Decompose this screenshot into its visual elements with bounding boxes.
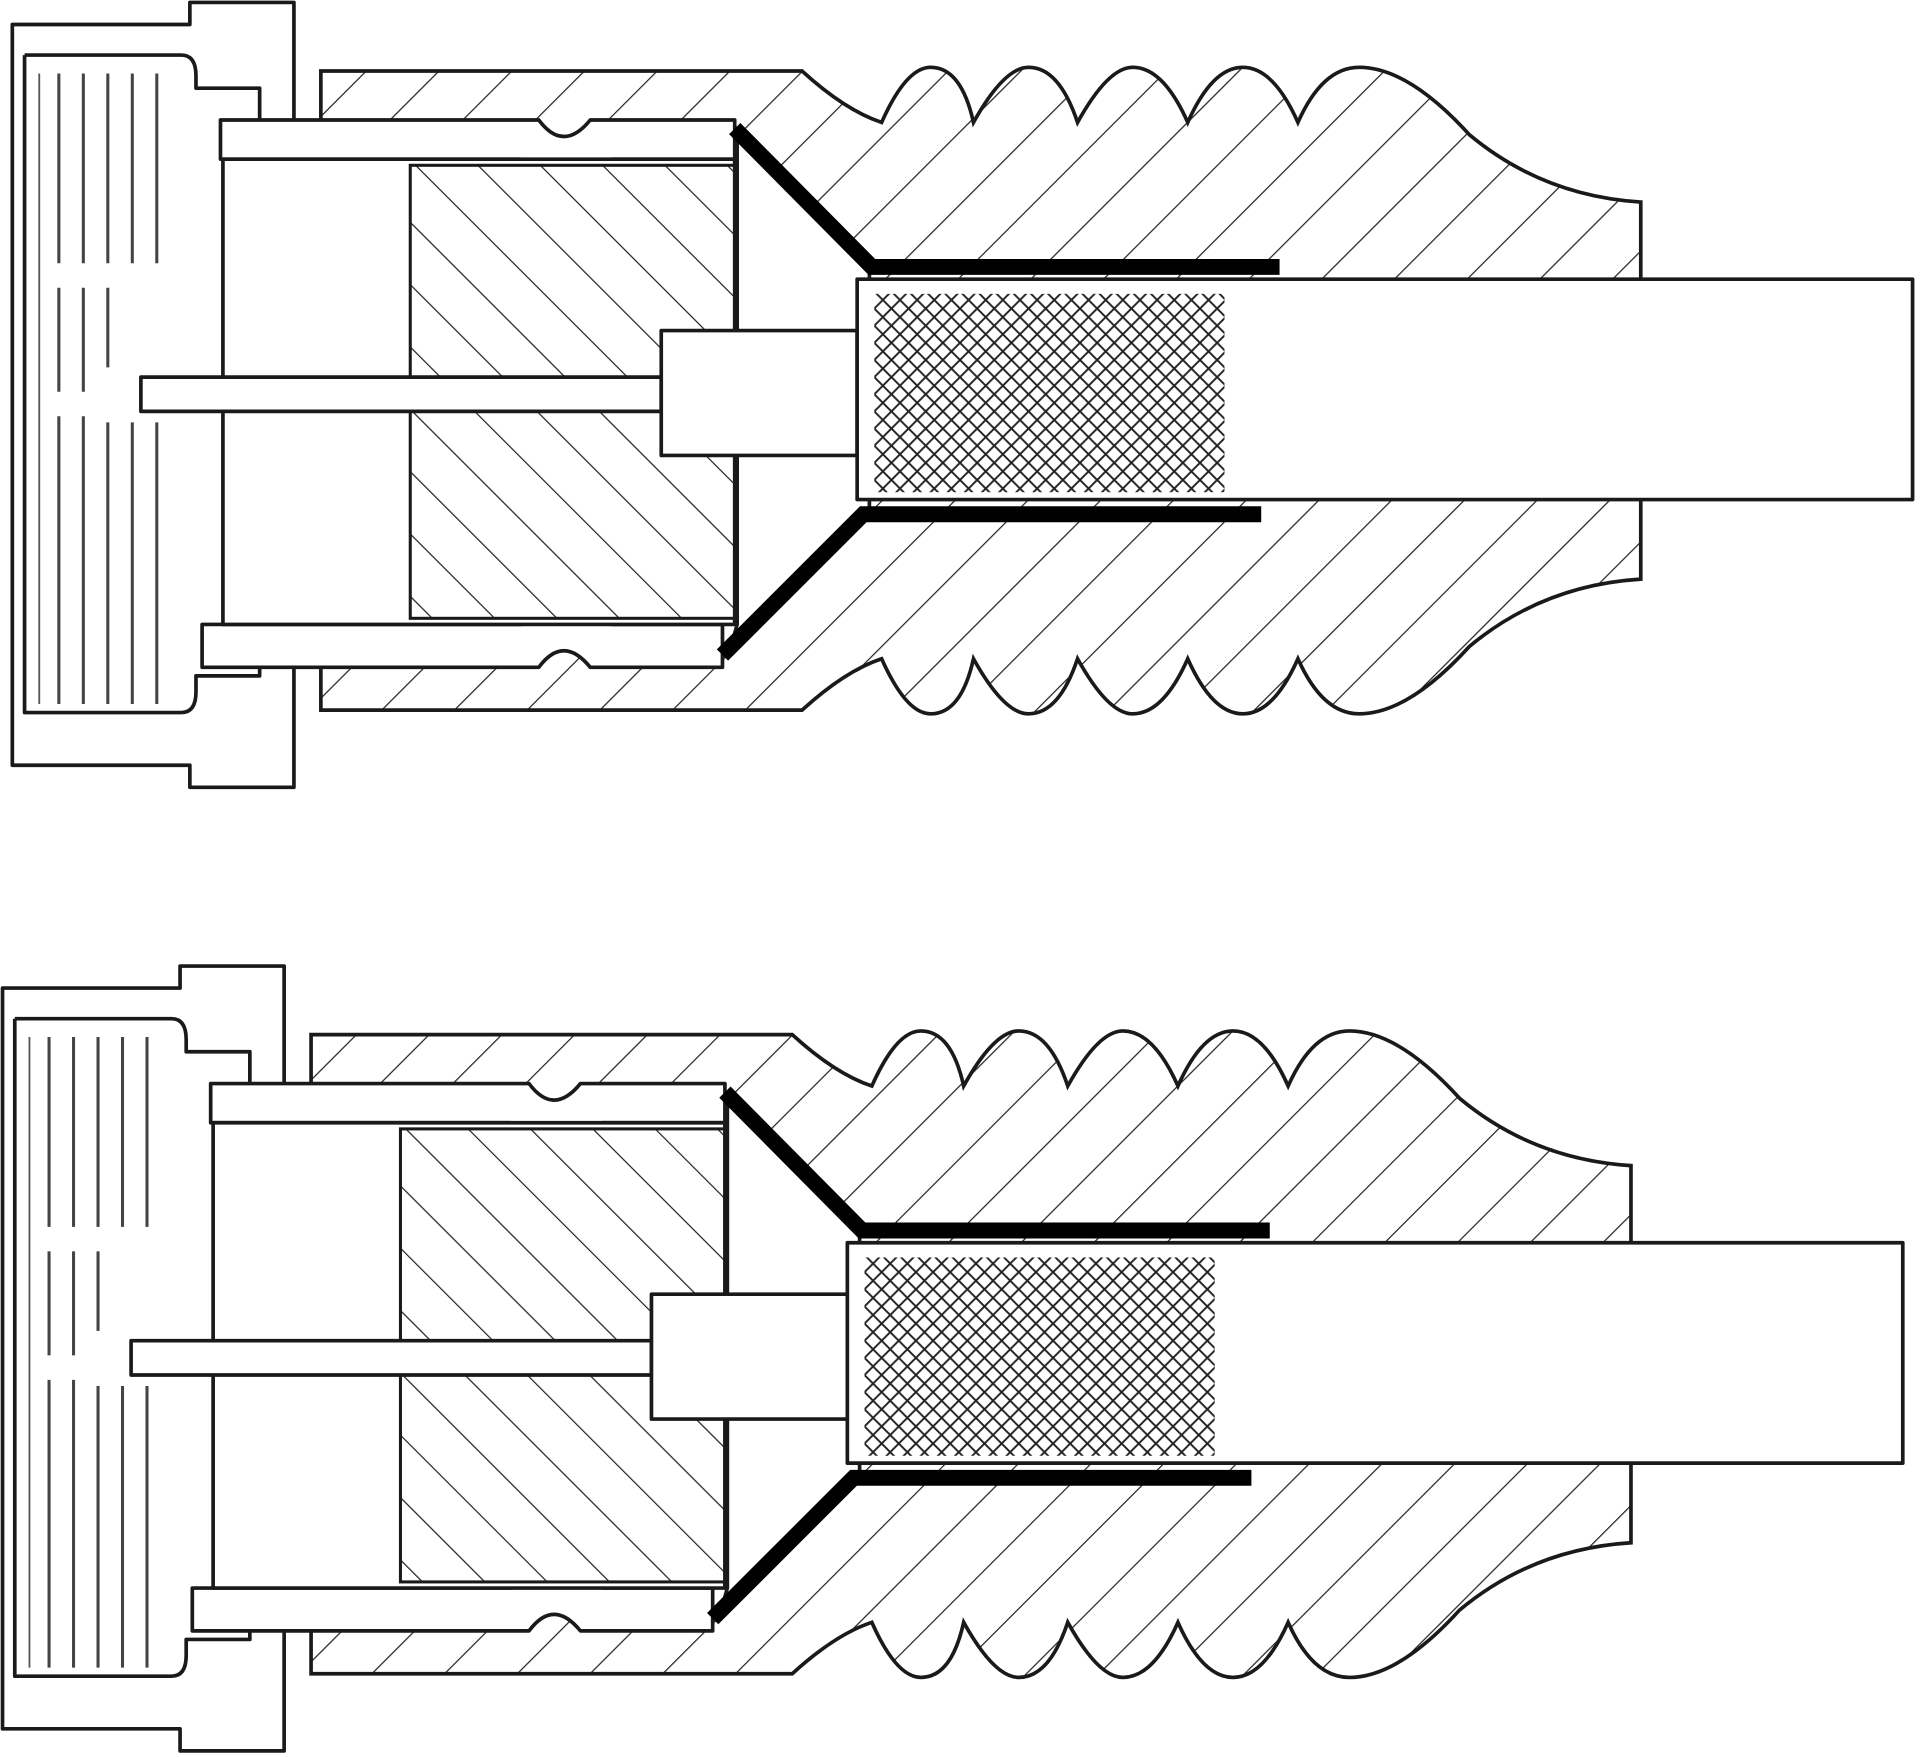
connector-bottom: [3, 966, 1903, 1751]
connector-top: [12, 2, 1912, 787]
